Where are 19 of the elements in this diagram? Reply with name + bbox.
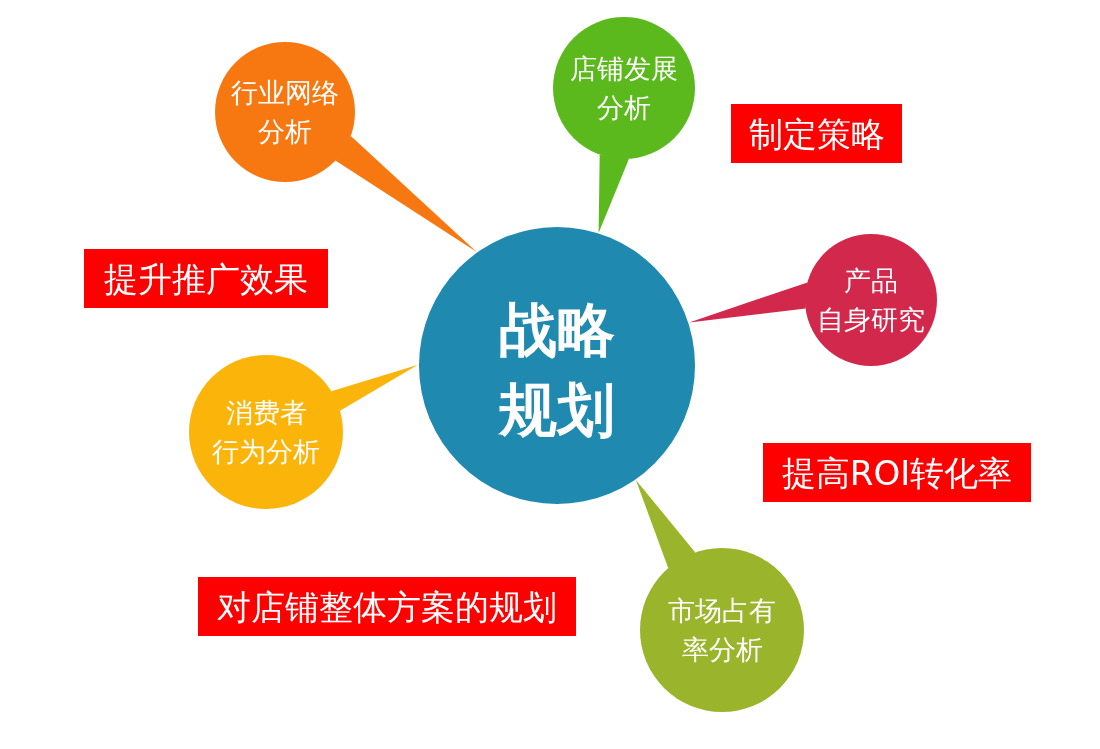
highlight-banner [84, 249, 328, 308]
analysis-label: 行业网络分析 [231, 76, 339, 149]
analysis-label: 产品自身研究 [817, 264, 925, 337]
goal-label: 制定策略 [748, 112, 885, 155]
analysis-label: 消费者行为分析 [212, 396, 320, 469]
bubble-tail [689, 282, 808, 323]
highlight-banner [731, 104, 902, 163]
analysis-label: 店铺发展分析 [570, 52, 678, 125]
goal-label: 提升推广效果 [104, 257, 308, 300]
goal-label: 对店铺整体方案的规划 [217, 585, 557, 628]
bubble-tail [331, 364, 418, 411]
goal-label: 提高ROI转化率 [781, 451, 1013, 494]
bubble-tail [598, 154, 629, 233]
highlight-banner [763, 443, 1031, 502]
bubble-tail [635, 479, 696, 569]
highlight-banner [198, 577, 576, 636]
bubble-tail [335, 135, 477, 253]
analysis-label: 市场占有率分析 [668, 594, 776, 667]
core-title: 战略规划 [499, 294, 615, 446]
